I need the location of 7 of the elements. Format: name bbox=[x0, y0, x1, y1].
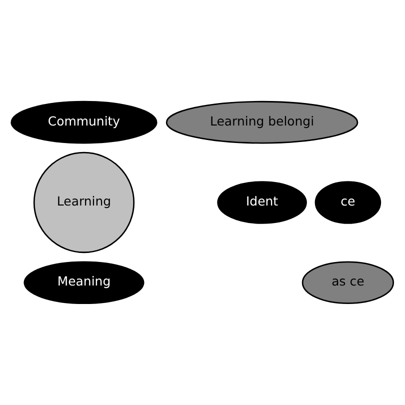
node-ellipse: ce bbox=[314, 181, 382, 224]
node-circle: Learning bbox=[33, 152, 135, 254]
node-ellipse: as ce bbox=[302, 261, 394, 304]
node-ellipse: Ident bbox=[217, 181, 307, 224]
node-ellipse: Meaning bbox=[24, 261, 144, 304]
node-ellipse: Learning belongi bbox=[166, 100, 358, 144]
node-ellipse: Community bbox=[10, 100, 158, 144]
